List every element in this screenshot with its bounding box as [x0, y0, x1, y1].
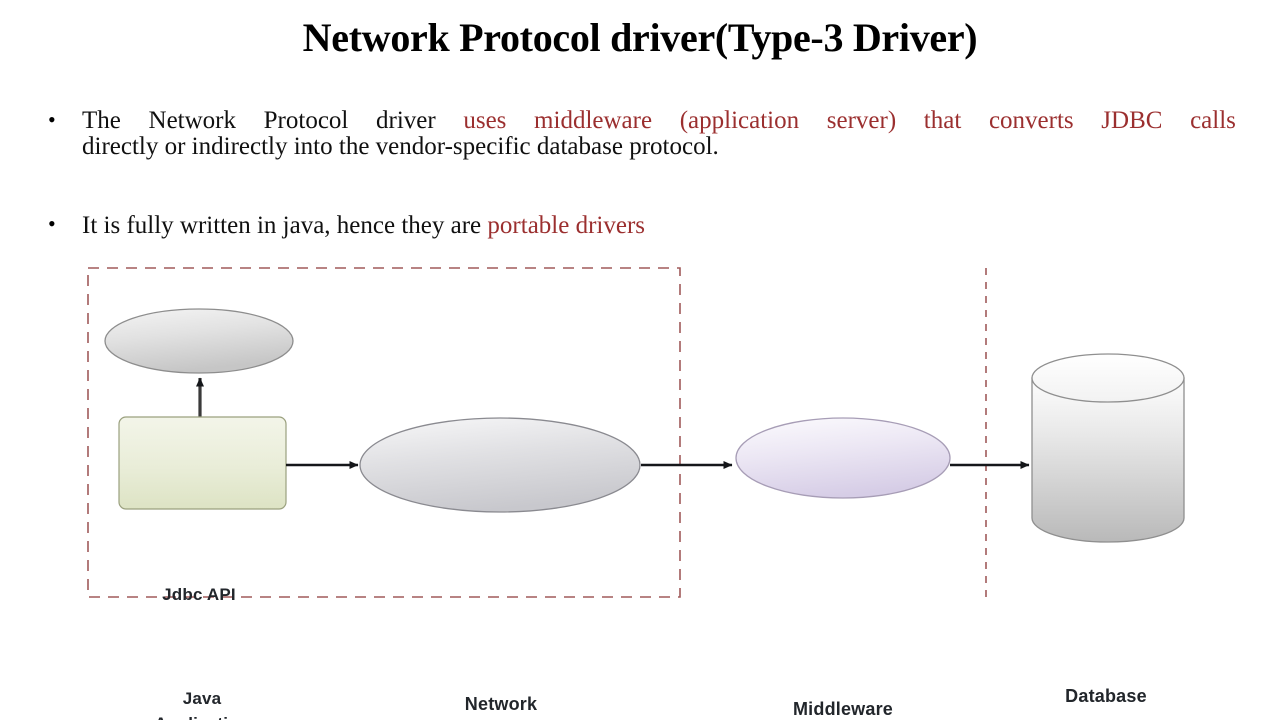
bullet-1-w5: uses: [463, 107, 507, 134]
jdbc-api-ellipse: [104, 308, 294, 374]
bullet-2-body: It is fully written in java, hence they …: [82, 212, 1236, 240]
network-protocol-driver-ellipse: [359, 417, 641, 513]
bullet-1-w11: JDBC: [1101, 107, 1163, 134]
page-title: Network Protocol driver(Type-3 Driver): [302, 15, 978, 60]
client-machine-boundary: [87, 267, 681, 598]
bullet-1-w4: driver: [376, 107, 436, 134]
diagram-svg: [87, 267, 1185, 598]
java-application-box: [118, 416, 287, 510]
bullet-1-w6: middleware: [534, 107, 653, 134]
bullet-item-2: • It is fully written in java, hence the…: [48, 212, 1236, 240]
bullet-1-w7: (application: [679, 107, 800, 134]
bullet-2-line-1: It is fully written in java, hence they …: [82, 212, 645, 239]
bullet-1-w10: converts: [988, 107, 1074, 134]
bullet-1-w9: that: [923, 107, 962, 134]
bullet-1-w3: Protocol: [263, 107, 349, 134]
middleware-ellipse: [735, 417, 951, 499]
bullet-item-1: • The Network Protocol driver uses middl…: [48, 108, 1236, 161]
bullet-2-plain: It is fully written in java, hence they …: [82, 212, 482, 239]
bullet-1-w12: calls: [1190, 107, 1236, 134]
bullet-1-line-1: The Network Protocol driver uses middlew…: [82, 108, 1236, 133]
network-protocol-driver-diagram: Jdbc API Java Application Network Protoc…: [0, 256, 1280, 720]
bullet-2-accent: portable drivers: [487, 212, 646, 239]
bullet-marker-icon: •: [48, 107, 56, 132]
bullet-1-body: The Network Protocol driver uses middlew…: [82, 108, 1236, 161]
bullet-1-w2: Network: [148, 107, 236, 134]
bullet-1-w8: server): [826, 107, 897, 134]
bullet-1-w1: The: [82, 107, 121, 134]
bullet-1-line-2: directly or indirectly into the vendor-s…: [82, 133, 719, 160]
database-cylinder: [1031, 353, 1185, 543]
bullet-marker-icon: •: [48, 211, 56, 236]
